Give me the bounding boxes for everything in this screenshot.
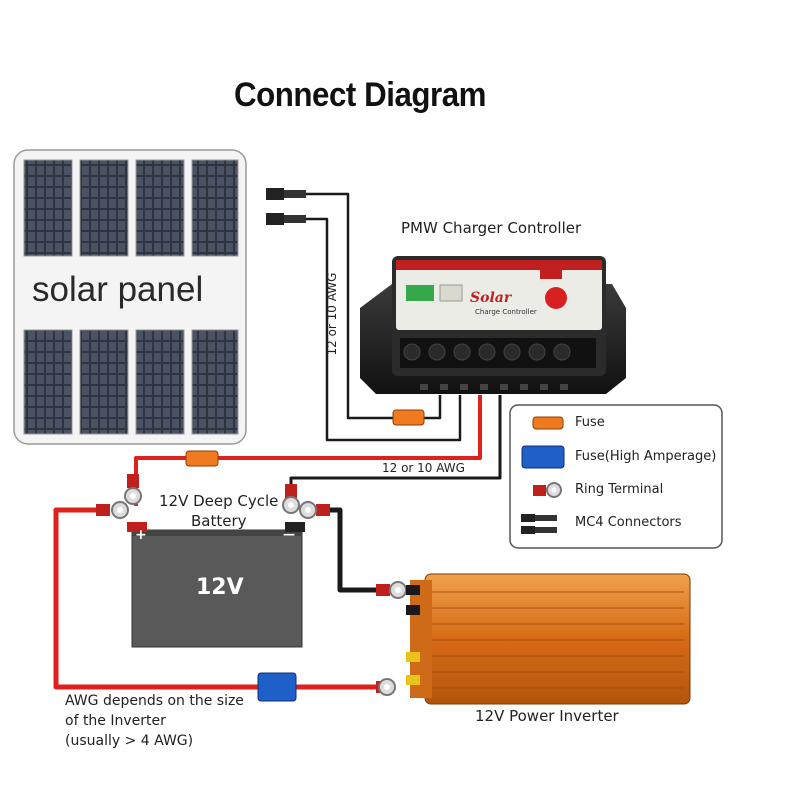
- panel-wire-label: 12 or 10 AWG: [325, 272, 339, 356]
- inverter-negative-wire: [322, 507, 376, 593]
- solar-cells-top: [23, 159, 239, 257]
- battery-positive-sign: +: [135, 527, 147, 543]
- diagram-title: Connect Diagram: [233, 76, 487, 114]
- battery-voltage: 12V: [196, 575, 244, 600]
- battery-negative-wire: [289, 395, 502, 487]
- inverter-positive-wire: [53, 507, 262, 690]
- wires: [53, 192, 502, 690]
- battery-label-line2: Battery: [191, 512, 247, 530]
- battery-positive-wire: [218, 395, 482, 460]
- solar-cells-bottom: [23, 329, 239, 435]
- controller-subtitle: Charge Controller: [475, 308, 537, 316]
- legend-item-fuse: Fuse: [575, 415, 605, 430]
- panel-wire-a: [305, 192, 393, 420]
- charge-controller: [360, 256, 626, 394]
- inverter-label: 12V Power Inverter: [475, 707, 619, 725]
- legend-item-high-amp-fuse: Fuse(High Amperage): [575, 449, 717, 464]
- battery-label-line1: 12V Deep Cycle: [159, 492, 279, 510]
- ring-terminal-icon: [533, 482, 562, 498]
- controller-brand: Solar: [470, 290, 512, 306]
- legend-item-mc4: MC4 Connectors: [575, 515, 682, 530]
- awg-note-line3: (usually > 4 AWG): [65, 733, 194, 749]
- battery-negative-sign: —: [283, 527, 295, 541]
- battery-fuse: [185, 450, 219, 467]
- legend: [509, 404, 723, 549]
- controller-terminals: [400, 338, 596, 368]
- solar-panel-label: solar panel: [32, 270, 204, 309]
- mc4-connectors: [266, 188, 306, 225]
- awg-note-line2: of the Inverter: [65, 713, 166, 729]
- high-amperage-fuse-icon: [521, 445, 565, 469]
- ring-terminals: [96, 474, 407, 696]
- battery: [127, 522, 305, 648]
- solar-panel: [13, 149, 247, 445]
- power-inverter: [406, 573, 691, 705]
- battery-wire-label: 12 or 10 AWG: [382, 461, 465, 475]
- panel-wire-b: [305, 217, 462, 442]
- awg-note-line1: AWG depends on the size: [65, 693, 244, 709]
- fuse-icon: [532, 416, 564, 430]
- mc4-connector-icon: [521, 514, 557, 534]
- inverter-high-amp-fuse: [257, 672, 297, 702]
- controller-fuse: [392, 409, 425, 426]
- legend-item-ring-terminal: Ring Terminal: [575, 482, 664, 497]
- panel-wire-fuse-out: [424, 395, 442, 420]
- controller-label: PMW Charger Controller: [401, 219, 582, 237]
